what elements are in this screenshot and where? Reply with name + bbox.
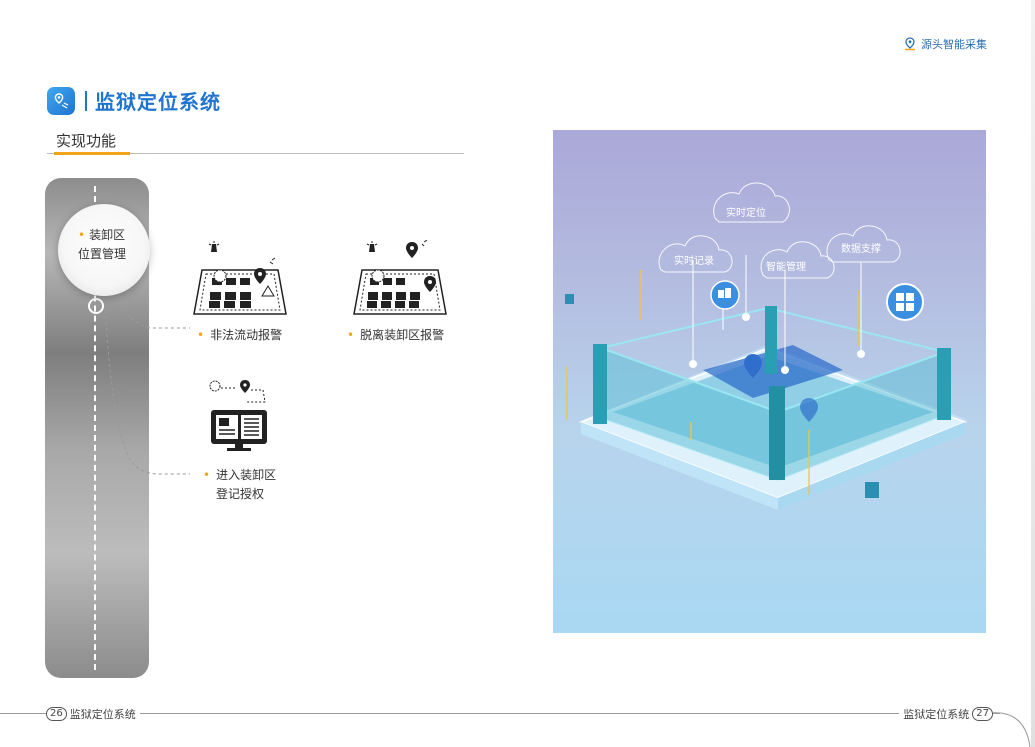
main-function-node [58, 204, 150, 296]
page-title: 监狱定位系统 [95, 90, 221, 114]
feature-label-line1: 进入装卸区 [216, 468, 277, 482]
section-accent-bar [54, 152, 130, 155]
footer-left-title: 监狱定位系统 [69, 708, 136, 721]
footer-curve [990, 712, 1031, 747]
page-title-row: 监狱定位系统 [47, 86, 221, 115]
main-node-line2: 位置管理 [78, 247, 127, 261]
feature-item: •非法流动报警 [197, 328, 283, 342]
footer-left: 26 监狱定位系统 [46, 706, 140, 722]
timeline-dashed-line [94, 186, 96, 670]
section-divider [47, 153, 464, 154]
section-subtitle: 实现功能 [56, 132, 117, 150]
location-map-icon [47, 86, 75, 115]
timeline-node [88, 298, 104, 314]
page-number-left: 26 [46, 707, 67, 721]
brand-tag: 源头智能采集 [903, 36, 987, 52]
feature-label: 非法流动报警 [210, 328, 283, 342]
prison-illustration: 实时定位 实时记录 智能管理 数据支撑 [553, 130, 986, 633]
cloud-label: 实时记录 [674, 256, 714, 267]
cloud-label: 实时定位 [726, 208, 766, 219]
main-function-label: •装卸区 位置管理 [78, 228, 127, 261]
page-number-right: 27 [972, 707, 993, 721]
feature-label: 脱离装卸区报警 [360, 328, 445, 342]
brand-label: 源头智能采集 [921, 38, 987, 51]
cloud-label: 智能管理 [766, 262, 806, 273]
entry-registration-icon [209, 380, 267, 451]
location-pin-icon [905, 37, 915, 51]
footer-right-title: 监狱定位系统 [903, 708, 970, 721]
leave-area-alarm-icon [353, 240, 447, 315]
illegal-flow-alarm-icon [193, 241, 287, 315]
title-divider [85, 90, 87, 111]
feature-item: •脱离装卸区报警 [347, 328, 445, 342]
feature-item: •进入装卸区 登记授权 [203, 468, 277, 501]
page-edge-shade [1031, 0, 1035, 747]
footer-rule [0, 713, 1000, 714]
main-node-line1: 装卸区 [89, 228, 126, 242]
cloud-label: 数据支撑 [841, 244, 881, 255]
feature-label-line2: 登记授权 [216, 487, 265, 501]
footer-right: 监狱定位系统 27 [899, 706, 993, 722]
